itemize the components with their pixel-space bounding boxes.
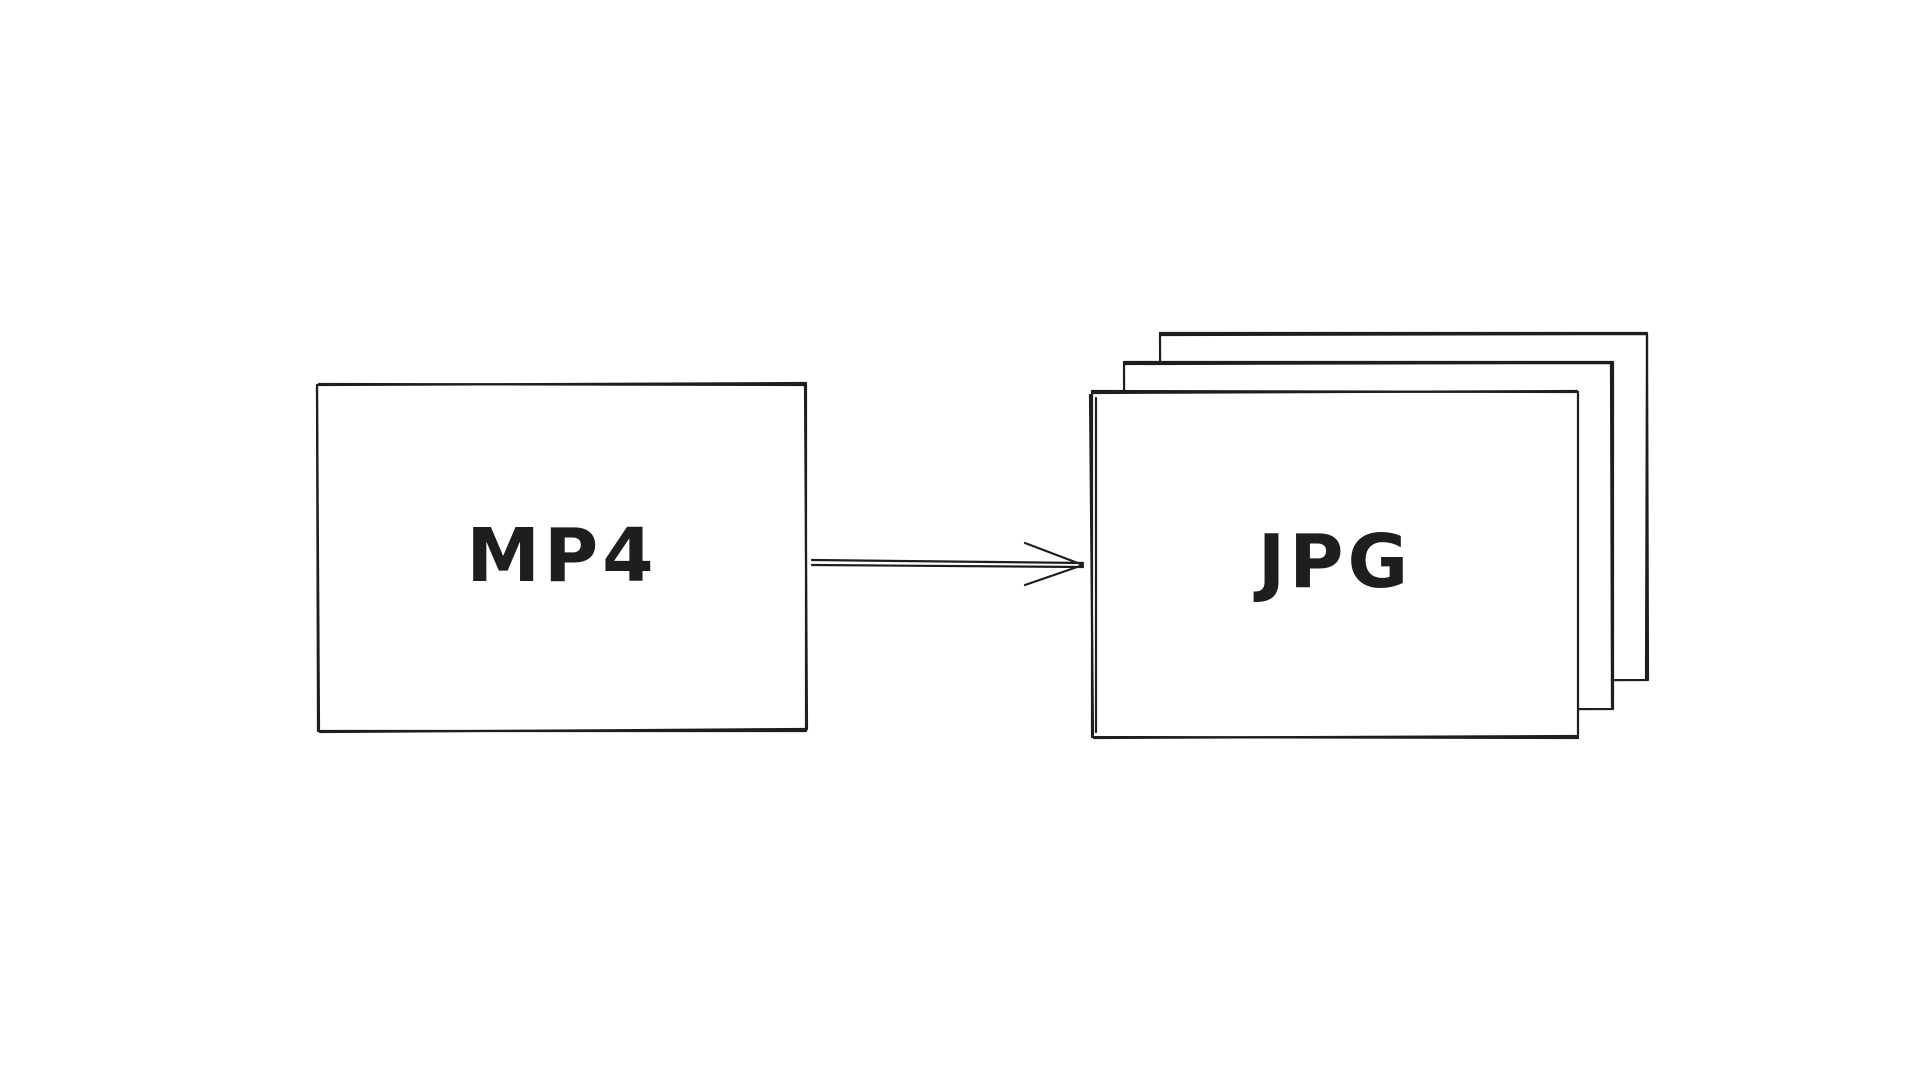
conversion-arrow[interactable] [810,541,1085,587]
stack-frame-front-sketch-stroke [1088,389,1580,740]
source-node-mp4[interactable]: MP4 [315,381,809,734]
source-label: MP4 [466,513,657,599]
target-label: JPG [1253,519,1413,605]
arrow-head [1023,541,1085,587]
target-node-jpg-stack[interactable]: JPG [1088,331,1650,740]
source-box-sketch-stroke [315,382,809,734]
arrow-shaft [810,558,1085,569]
stack-frame-back-sketch-stroke [1159,332,1649,681]
stack-frame-middle-sketch-stroke [1123,361,1614,709]
